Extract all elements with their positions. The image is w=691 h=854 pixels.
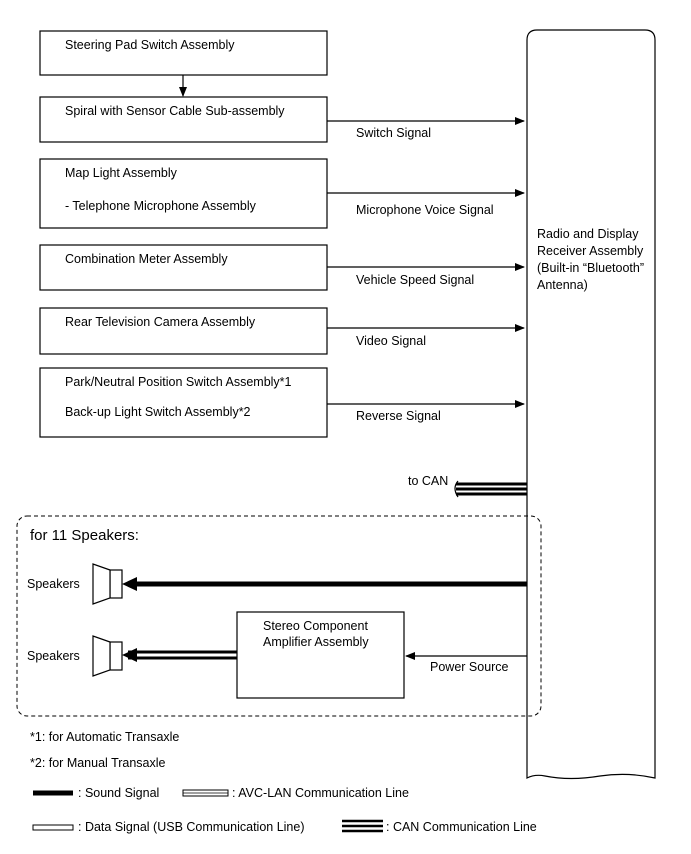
rear-camera-label: Rear Television Camera Assembly <box>65 315 256 329</box>
speaker-icon <box>92 635 123 677</box>
legend: : Sound Signal : AVC-LAN Communication L… <box>32 786 537 834</box>
power-source-label: Power Source <box>430 660 509 674</box>
combination-meter-box: Combination Meter Assembly <box>39 244 328 291</box>
legend-data-swatch <box>32 824 74 831</box>
stereo-amplifier-box: Stereo Component Amplifier Assembly <box>236 611 405 699</box>
map-light-box: Map Light Assembly - Telephone Microphon… <box>39 158 328 229</box>
speaker-icon <box>92 563 123 605</box>
spiral-sensor-cable-box: Spiral with Sensor Cable Sub-assembly <box>39 96 328 143</box>
speaker-group-frame <box>16 515 542 717</box>
video-signal-label: Video Signal <box>356 334 426 348</box>
footnote-2: *2: for Manual Transaxle <box>30 756 166 770</box>
map-light-label: Map Light Assembly <box>65 166 178 180</box>
stereo-amplifier-label-2: Amplifier Assembly <box>263 635 369 649</box>
steering-pad-switch-box: Steering Pad Switch Assembly <box>39 30 328 76</box>
can-line <box>454 480 527 498</box>
steering-pad-switch-label: Steering Pad Switch Assembly <box>65 38 235 52</box>
stereo-amplifier-label-1: Stereo Component <box>263 619 368 633</box>
receiver-assembly: Radio and Display Receiver Assembly (Bui… <box>526 29 656 780</box>
receiver-name-line3: (Built-in “Bluetooth” <box>537 261 644 275</box>
spiral-sensor-cable-label: Spiral with Sensor Cable Sub-assembly <box>65 104 285 118</box>
backup-light-label: Back-up Light Switch Assembly*2 <box>65 405 251 419</box>
legend-avc-lan-label: : AVC-LAN Communication Line <box>232 786 409 800</box>
amp-to-speakers-sound-line <box>122 648 237 662</box>
park-neutral-box: Park/Neutral Position Switch Assembly*1 … <box>39 367 328 438</box>
legend-data-label: : Data Signal (USB Communication Line) <box>78 820 305 834</box>
receiver-name-line2: Receiver Assembly <box>537 244 644 258</box>
footnote-1: *1: for Automatic Transaxle <box>30 730 179 744</box>
combination-meter-label: Combination Meter Assembly <box>65 252 228 266</box>
legend-can-label: : CAN Communication Line <box>386 820 537 834</box>
speaker-group-title: for 11 Speakers: <box>30 527 139 544</box>
speakers-label-1: Speakers <box>27 577 80 591</box>
rear-camera-box: Rear Television Camera Assembly <box>39 307 328 355</box>
receiver-name-line1: Radio and Display <box>537 227 639 241</box>
microphone-signal-label: Microphone Voice Signal <box>356 203 494 217</box>
receiver-name-line4: Antenna) <box>537 278 588 292</box>
legend-sound-label: : Sound Signal <box>78 786 159 800</box>
vehicle-speed-label: Vehicle Speed Signal <box>356 273 474 287</box>
speakers-label-2: Speakers <box>27 649 80 663</box>
legend-can-swatch <box>342 819 383 833</box>
to-can-label: to CAN <box>408 474 448 488</box>
reverse-signal-label: Reverse Signal <box>356 409 441 423</box>
sound-arrow-1 <box>122 577 137 591</box>
telephone-mic-label: - Telephone Microphone Assembly <box>65 199 257 213</box>
switch-signal-label: Switch Signal <box>356 126 431 140</box>
park-neutral-label: Park/Neutral Position Switch Assembly*1 <box>65 375 292 389</box>
